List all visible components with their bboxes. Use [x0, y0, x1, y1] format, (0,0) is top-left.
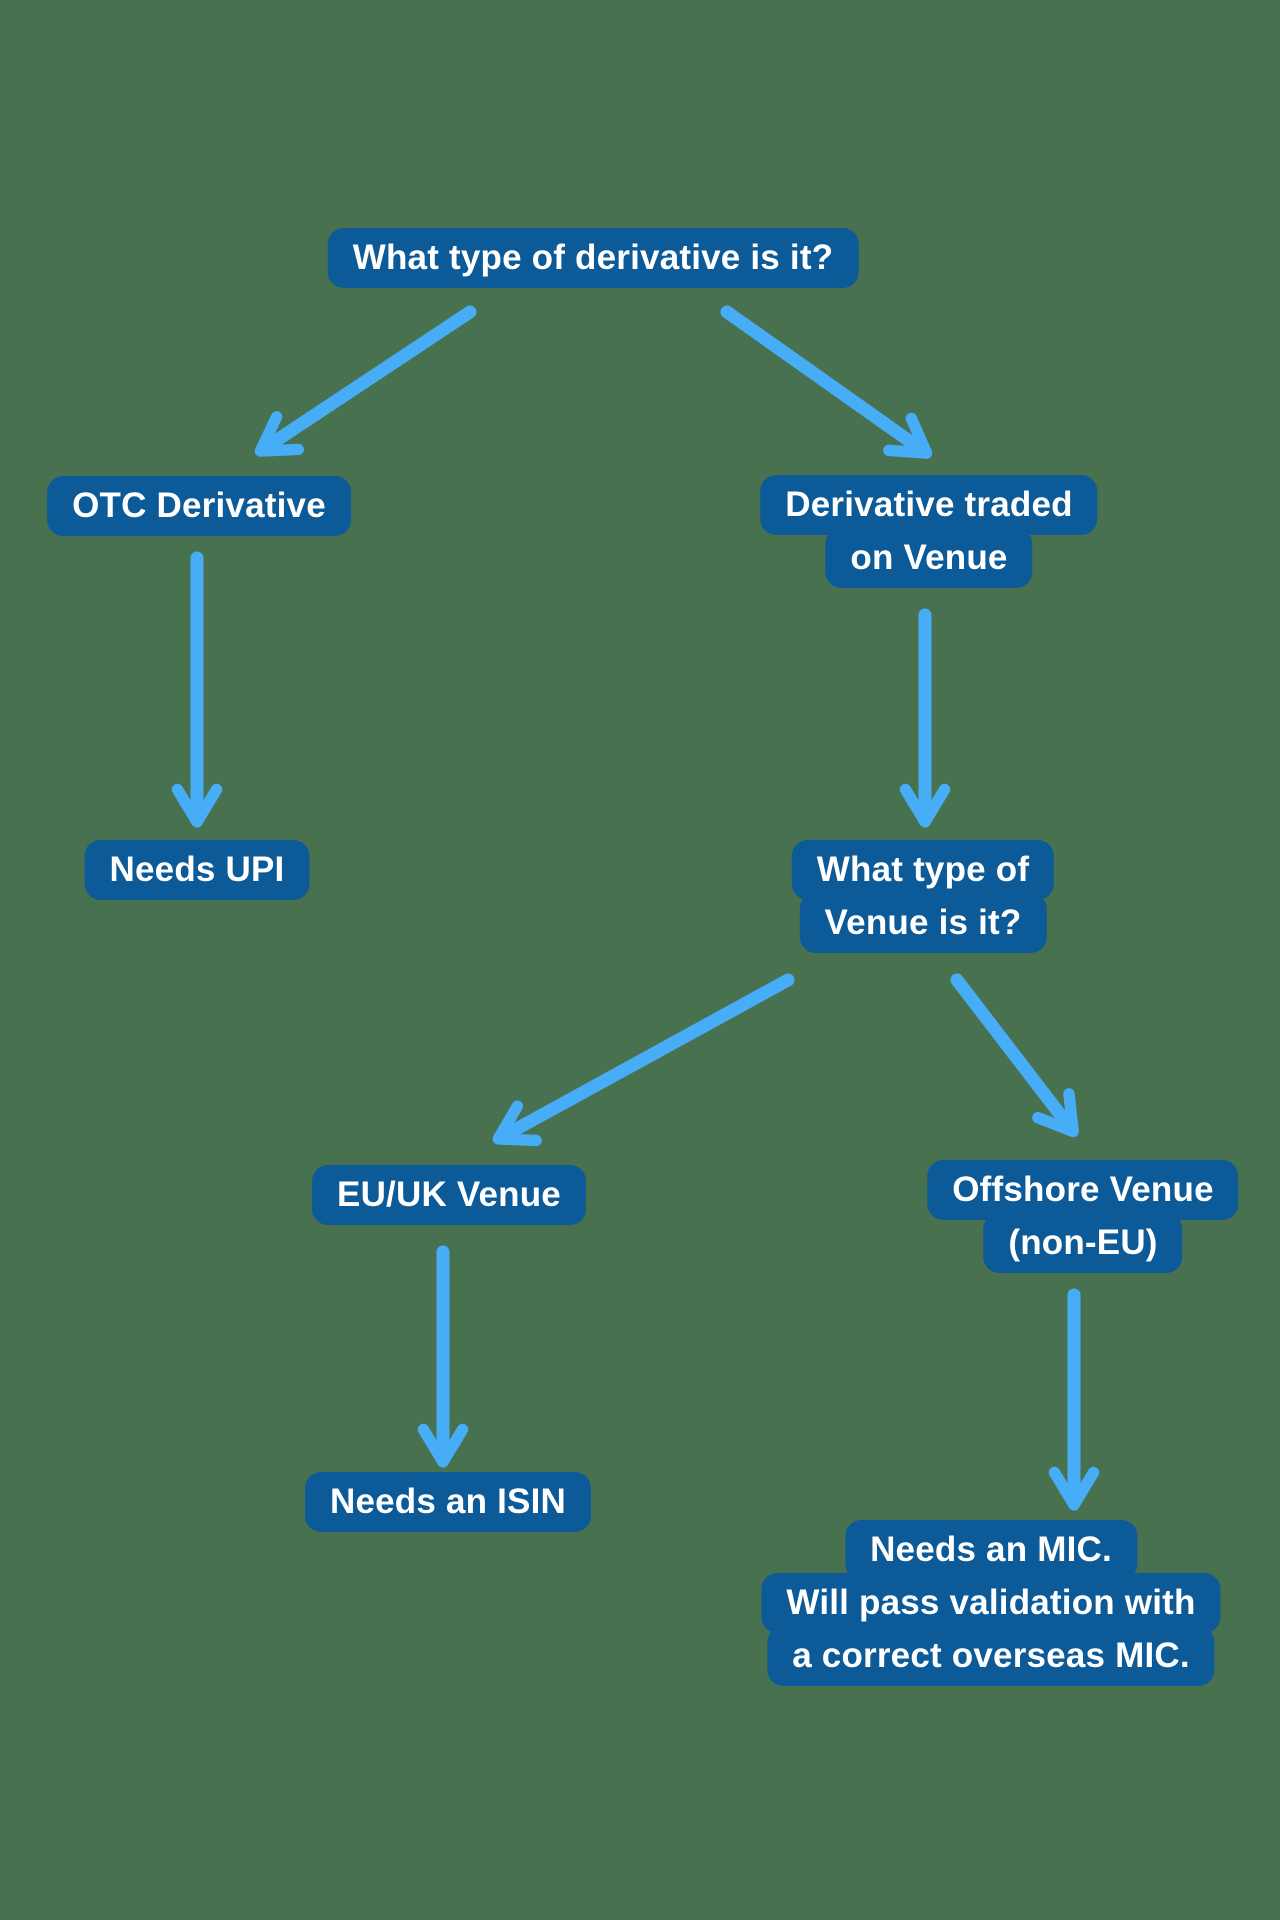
node-label: OTC Derivative	[47, 476, 351, 536]
arrow-venue-type-to-offshore	[950, 973, 1079, 1138]
node-label: What type of derivative is it?	[327, 228, 859, 288]
node-label: Offshore Venue	[927, 1160, 1239, 1220]
node-label: Needs UPI	[84, 840, 310, 900]
node-needs-an-mic: Needs an MIC. Will pass validation with …	[761, 1520, 1221, 1686]
node-label: Needs an MIC.	[845, 1520, 1137, 1580]
node-derivative-traded-on-venue: Derivative traded on Venue	[760, 475, 1098, 588]
node-label: EU/UK Venue	[312, 1165, 586, 1225]
node-eu-uk-venue: EU/UK Venue	[312, 1165, 586, 1225]
arrow-venue-type-to-euuk	[492, 973, 795, 1147]
node-label: Derivative traded	[760, 475, 1098, 535]
node-label: What type of	[791, 840, 1055, 900]
node-needs-upi: Needs UPI	[84, 840, 310, 900]
node-offshore-venue: Offshore Venue (non-EU)	[927, 1160, 1239, 1273]
node-label: Needs an ISIN	[304, 1472, 592, 1532]
node-what-type-of-derivative: What type of derivative is it?	[327, 228, 859, 288]
node-label: on Venue	[825, 528, 1033, 588]
arrow-derivative-to-venue	[720, 305, 933, 459]
node-label: (non-EU)	[983, 1213, 1183, 1273]
node-what-type-of-venue: What type of Venue is it?	[791, 840, 1055, 953]
arrow-derivative-to-otc	[254, 305, 477, 457]
node-otc-derivative: OTC Derivative	[47, 476, 351, 536]
node-label: a correct overseas MIC.	[767, 1626, 1215, 1686]
node-label: Venue is it?	[799, 893, 1047, 953]
node-label: Will pass validation with	[761, 1573, 1221, 1633]
node-needs-an-isin: Needs an ISIN	[304, 1472, 592, 1532]
